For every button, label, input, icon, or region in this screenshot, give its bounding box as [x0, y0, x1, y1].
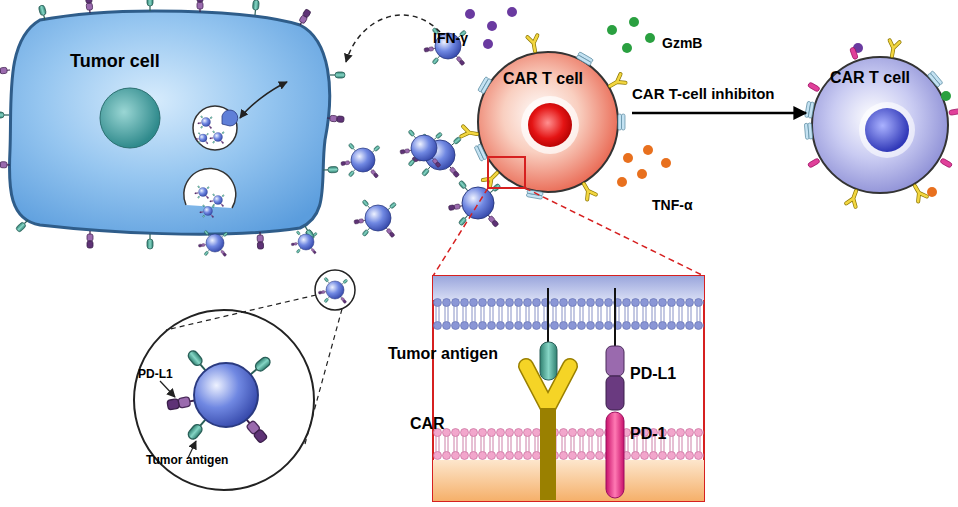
exosome-zoom: [160, 270, 355, 458]
node-label: Tumor antigen: [388, 345, 498, 363]
car-t-cell-details: [433, 35, 958, 276]
zoom-box: Tumor antigenPD-L1CARPD-1: [432, 275, 705, 502]
tumor-receptors: [0, 0, 345, 249]
cytokine-dots: [465, 7, 951, 197]
node-label: PD-L1: [630, 365, 676, 383]
annotation-label: TNF-α: [652, 198, 692, 213]
annotation-label: GzmB: [662, 36, 702, 51]
edge-label: CAR T-cell inhibiton: [632, 86, 775, 103]
node-label: PD-L1: [138, 368, 173, 381]
node-label: Tumor antigen: [146, 454, 228, 467]
synapse-zoom: [433, 276, 704, 501]
exosomes: [198, 15, 501, 304]
tumor-cell: Tumor cell: [5, 8, 340, 240]
tumor-interior: [100, 66, 308, 218]
tumor-cell-outline: [5, 8, 340, 240]
node-label: CAR: [410, 415, 445, 433]
inhibited-car-t-cell: CAR T cell: [810, 55, 950, 195]
node-label: CAR T cell: [830, 69, 910, 87]
car-t-cell: CAR T cell: [476, 50, 620, 194]
inhibition-arrow: [632, 112, 806, 115]
node-label: Tumor cell: [70, 52, 160, 72]
node-label: CAR T cell: [503, 70, 583, 88]
annotation-label: IFN-γ: [433, 31, 468, 46]
zoom-circle: PD-L1Tumor antigen: [132, 308, 316, 492]
node-label: PD-1: [630, 425, 666, 443]
zoom-box-outline: [432, 275, 705, 502]
